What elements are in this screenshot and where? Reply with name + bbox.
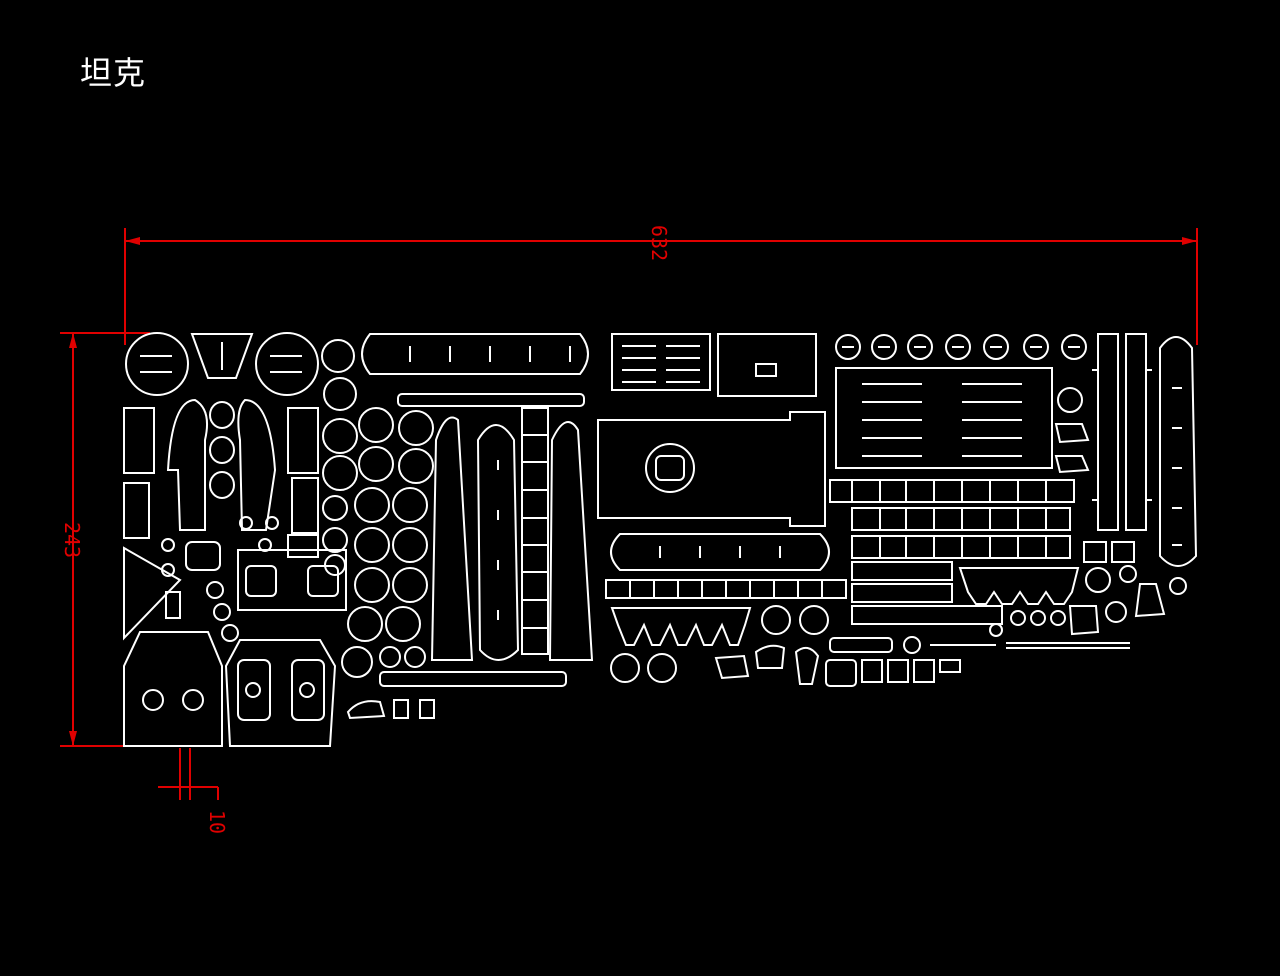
dimension-height-label: 243 — [60, 522, 84, 558]
hull-center — [597, 333, 961, 687]
dimension-width-label: 632 — [647, 225, 671, 261]
dimension-thickness-label: 10 — [205, 810, 229, 834]
parts-left — [123, 332, 435, 747]
dimension-width: 632 — [124, 225, 1198, 345]
wheel-circles — [321, 339, 434, 678]
dimension-thickness: 10 — [158, 748, 229, 834]
parts-right — [829, 333, 1198, 649]
tracks-center — [361, 333, 594, 687]
drawing-title: 坦克 — [80, 54, 147, 92]
dimension-height: 243 — [60, 332, 150, 747]
